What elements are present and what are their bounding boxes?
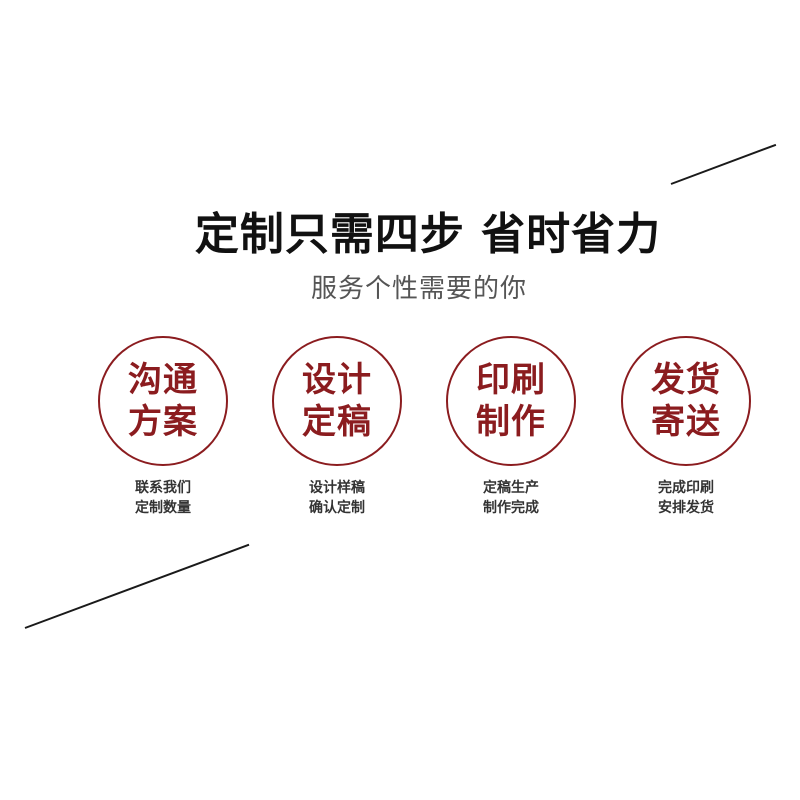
step-desc-line1: 联系我们 (135, 480, 191, 496)
step-circle-line2: 方案 (128, 402, 198, 442)
step-description: 完成印刷 安排发货 (621, 478, 751, 518)
step-circle: 设计 定稿 (272, 336, 402, 466)
step-desc-line2: 确认定制 (309, 500, 365, 516)
step-desc-line2: 安排发货 (658, 500, 714, 516)
step-circle: 沟通 方案 (98, 336, 228, 466)
decorative-line-top (670, 143, 777, 185)
step-circle: 印刷 制作 (446, 336, 576, 466)
step-desc-line2: 定制数量 (135, 500, 191, 516)
step-circle: 发货 寄送 (621, 336, 751, 466)
step-circle-line2: 制作 (476, 402, 546, 442)
step-print: 印刷 制作 定稿生产 制作完成 (446, 336, 576, 518)
step-desc-line2: 制作完成 (483, 500, 539, 516)
step-circle-line2: 寄送 (651, 402, 721, 442)
step-desc-line1: 设计样稿 (309, 480, 365, 496)
step-circle-line1: 沟通 (128, 360, 198, 400)
step-communicate: 沟通 方案 联系我们 定制数量 (98, 336, 228, 518)
step-circle-line2: 定稿 (302, 402, 372, 442)
step-circle-line1: 设计 (302, 360, 372, 400)
step-design: 设计 定稿 设计样稿 确认定制 (272, 336, 402, 518)
page-subtitle: 服务个性需要的你 (310, 274, 527, 304)
step-description: 设计样稿 确认定制 (272, 478, 402, 518)
step-description: 联系我们 定制数量 (98, 478, 228, 518)
step-ship: 发货 寄送 完成印刷 安排发货 (621, 336, 751, 518)
step-desc-line1: 完成印刷 (658, 480, 714, 496)
step-circle-line1: 发货 (651, 360, 721, 400)
step-description: 定稿生产 制作完成 (446, 478, 576, 518)
step-desc-line1: 定稿生产 (483, 480, 539, 496)
step-circle-line1: 印刷 (476, 360, 546, 400)
decorative-line-bottom (24, 543, 250, 629)
page-title: 定制只需四步 省时省力 (194, 209, 662, 260)
